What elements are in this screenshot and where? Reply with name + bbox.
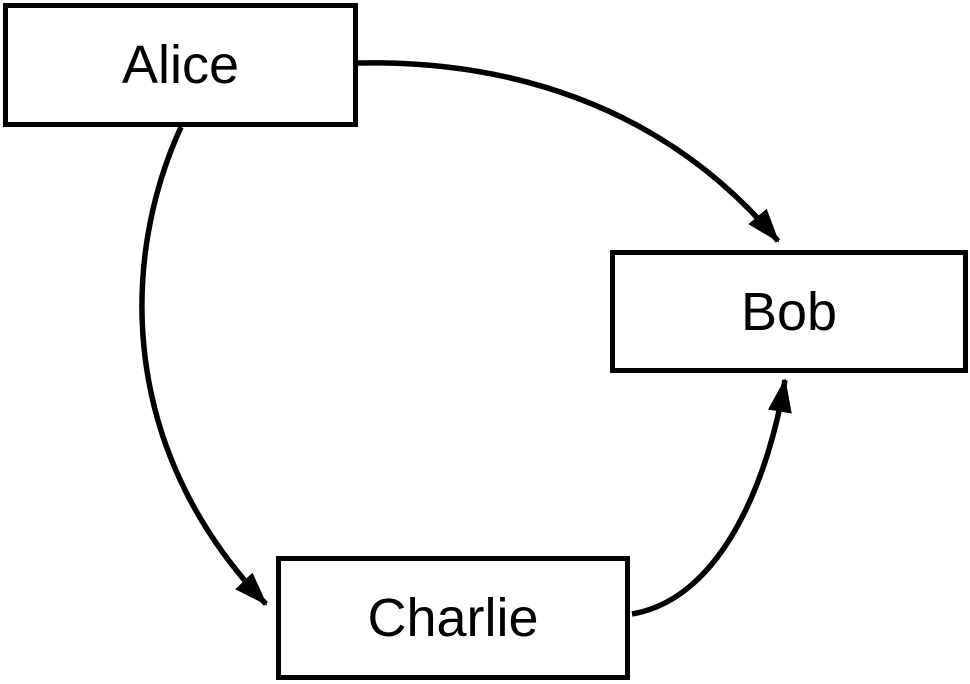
node-bob-label: Bob [740,281,838,342]
edge-charlie-to-bob [631,378,792,617]
edge-alice-to-charlie [139,125,268,606]
edge-alice-to-bob [357,60,781,243]
node-alice: Alice [3,3,358,127]
node-charlie: Charlie [276,556,630,680]
node-alice-label: Alice [121,35,240,95]
node-charlie-label: Charlie [367,588,539,648]
node-bob: Bob [610,250,968,373]
